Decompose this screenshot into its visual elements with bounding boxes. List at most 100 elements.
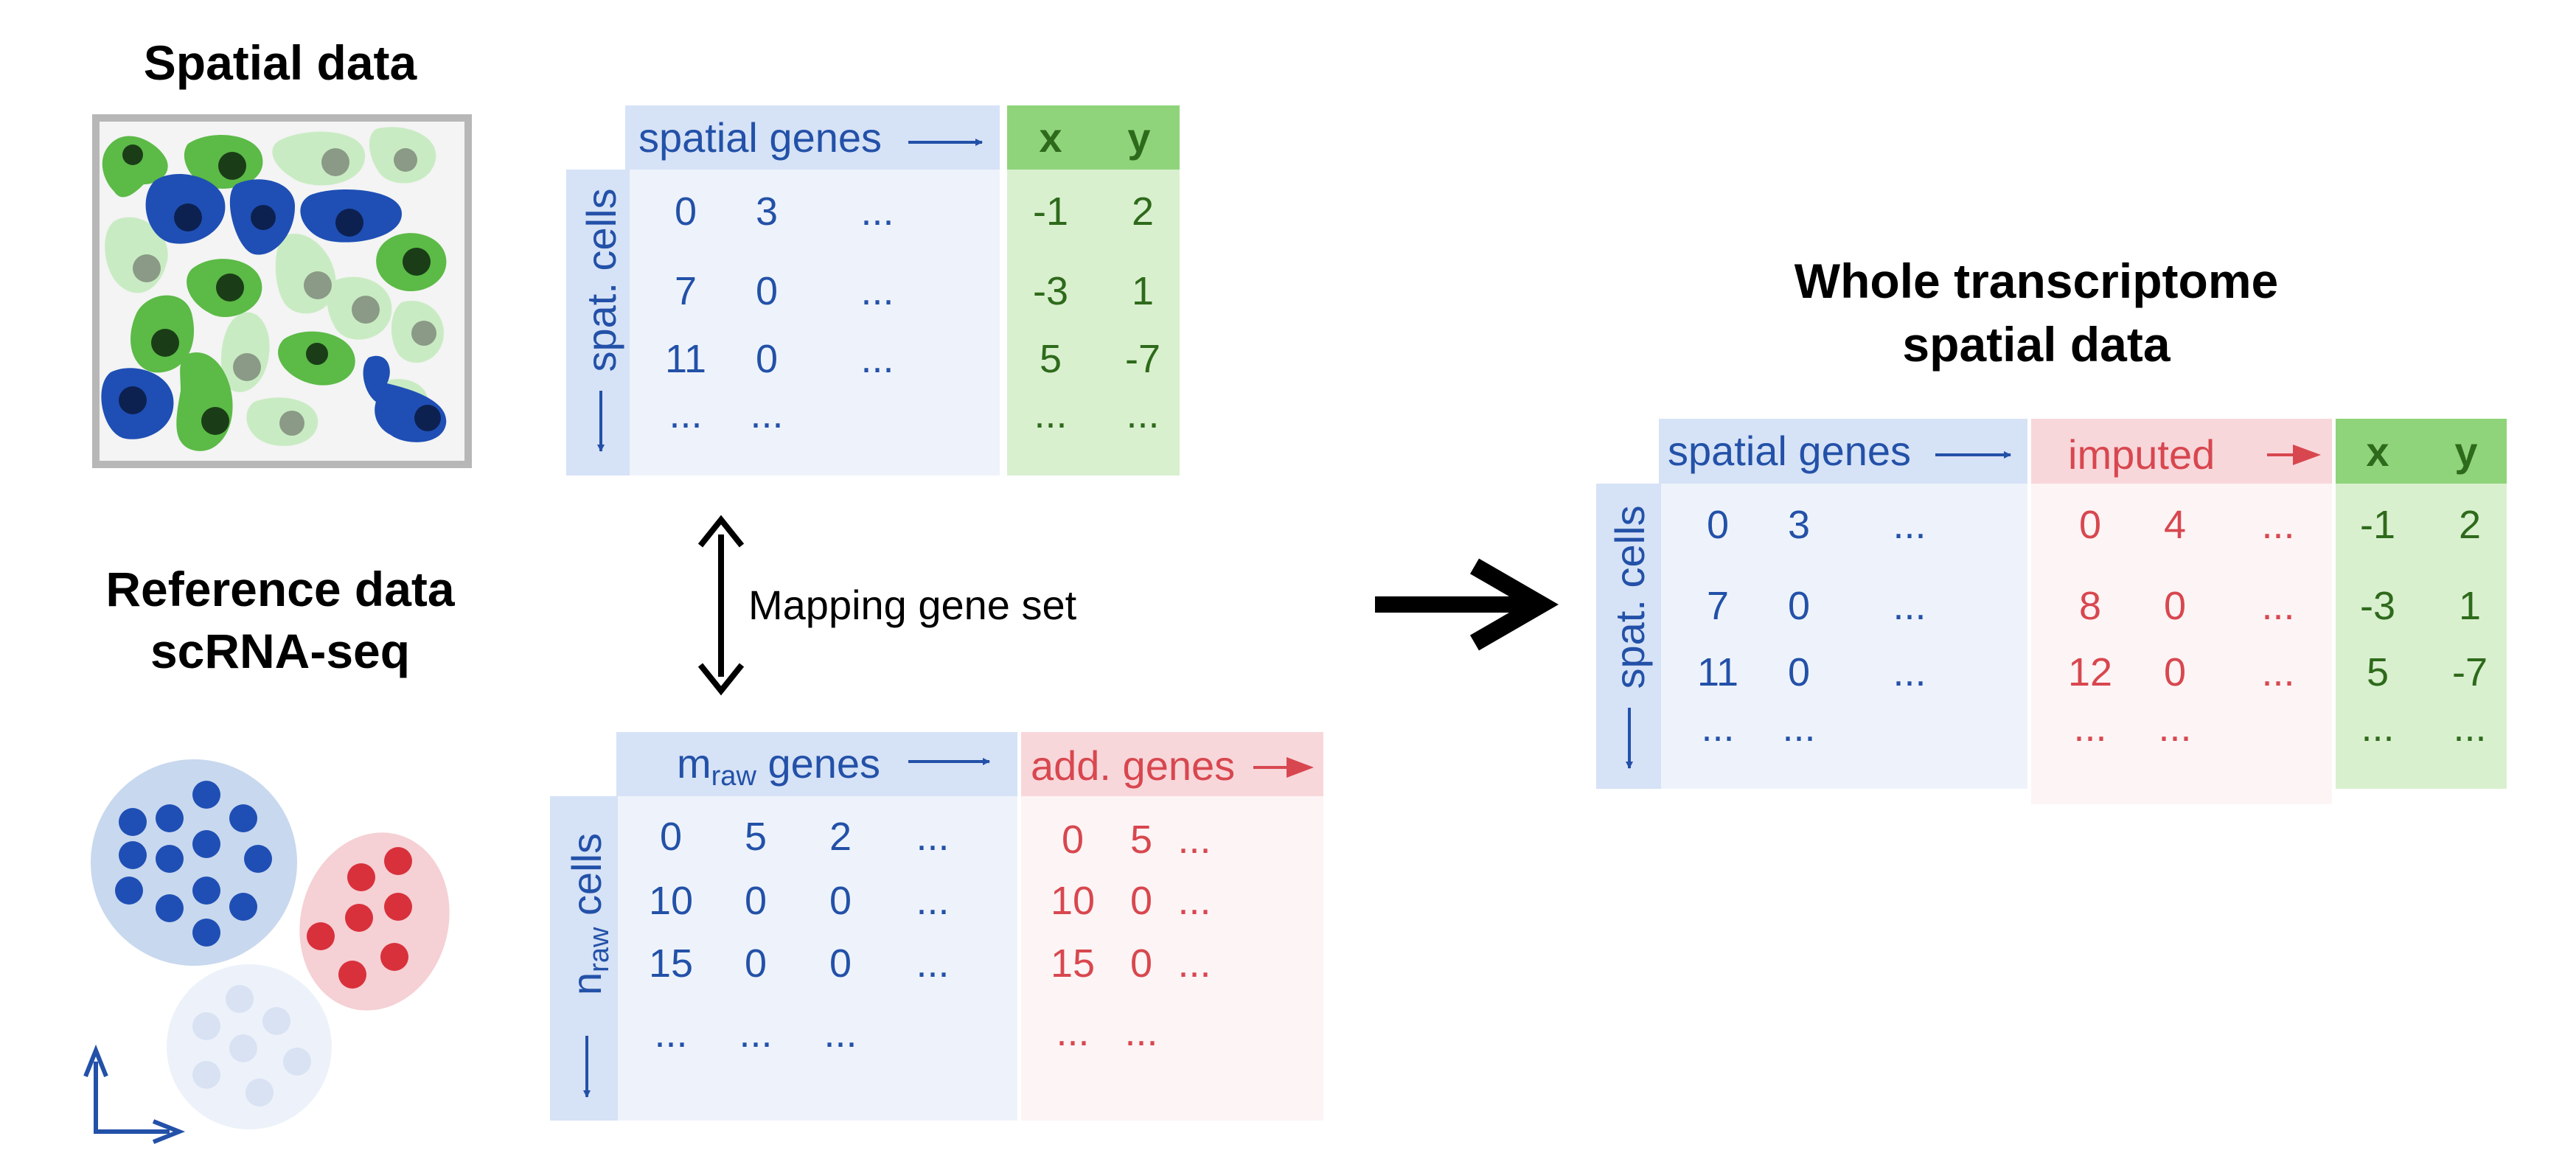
matrix-cell: 3	[756, 189, 778, 234]
matrix-cell: ...	[2261, 584, 2294, 628]
matrix-cell: -3	[1033, 269, 1068, 313]
matrix-cell: ...	[2073, 706, 2106, 750]
matrix-cell: ...	[1893, 503, 1926, 547]
matrix-cell: ...	[2261, 503, 2294, 547]
matrix-cell: 0	[2164, 584, 2186, 628]
matrix-cell: 10	[1051, 879, 1095, 923]
reference-clusters-illustration	[91, 759, 450, 1129]
matrix-cell: ...	[1124, 1010, 1158, 1054]
matrix-cell: ...	[739, 1011, 772, 1056]
reference-cell-values: 0 5 2... 10 0 0... 15 0 0............ 0 5... 10 0...…	[649, 815, 1211, 1056]
matrix-cell: 5	[1130, 818, 1152, 862]
spatial-y-header: y	[1127, 114, 1150, 161]
matrix-cell: 11	[1697, 650, 1738, 694]
whole-matrix: spatial genes imputed x y spat. cells 0 3…	[1596, 419, 2507, 804]
matrix-cell: 0	[745, 879, 767, 923]
whole-spatial-data-title: spatial data	[1902, 317, 2171, 372]
matrix-cell: ...	[916, 815, 949, 859]
matrix-cell: ...	[1034, 392, 1067, 436]
matrix-cell: ...	[2453, 706, 2486, 750]
matrix-cell: ...	[669, 392, 702, 436]
matrix-cell: -7	[1125, 337, 1160, 381]
matrix-cell: 0	[1130, 941, 1152, 986]
matrix-cell: ...	[1177, 879, 1211, 923]
matrix-cell: 5	[2367, 650, 2389, 694]
reference-scrna-title: scRNA-seq	[150, 624, 410, 678]
matrix-cell: 7	[675, 269, 697, 313]
matrix-cell: 5	[1040, 337, 1062, 381]
matrix-cell: ...	[860, 269, 894, 313]
matrix-cell: ...	[860, 337, 894, 381]
matrix-cell: ...	[916, 941, 949, 986]
matrix-cell: 0	[745, 941, 767, 986]
spatial-tissue-illustration	[92, 114, 472, 468]
matrix-cell: ...	[1701, 706, 1734, 750]
matrix-cell: -1	[1033, 189, 1068, 234]
spatial-cell-values: 0 3... 7 0... 11 0......... -1 2 -3 1 5 -7......	[665, 189, 1160, 436]
mapping-gene-set-label: Mapping gene set	[748, 582, 1077, 628]
add-genes-header: add. genes	[1031, 742, 1235, 789]
matrix-cell: ...	[654, 1011, 687, 1056]
spatial-matrix: spatial genes x y spat. cells 0 3... 7 0...…	[566, 105, 1180, 475]
matrix-cell: -1	[2360, 503, 2395, 547]
matrix-cell: ...	[2158, 706, 2191, 750]
matrix-cell: ...	[1056, 1010, 1089, 1054]
reference-data-title: Reference data	[105, 562, 456, 616]
matrix-cell: ...	[750, 392, 783, 436]
matrix-cell: -3	[2360, 584, 2395, 628]
matrix-cell: 10	[649, 879, 693, 923]
spatial-genes-header: spatial genes	[638, 114, 882, 161]
whole-y-header: y	[2454, 428, 2477, 475]
matrix-cell: ...	[860, 189, 894, 234]
matrix-cell: 0	[675, 189, 697, 234]
matrix-cell: 4	[2164, 503, 2186, 547]
matrix-cell: 0	[2079, 503, 2101, 547]
matrix-cell: ...	[1782, 706, 1815, 750]
matrix-cell: ...	[1893, 650, 1926, 694]
matrix-cell: 1	[1132, 269, 1154, 313]
n-raw-cells-label: nraw cells	[563, 833, 615, 995]
whole-spatial-genes-header: spatial genes	[1668, 428, 1911, 474]
matrix-cell: 0	[756, 337, 778, 381]
spatial-cells-label: spat. cells	[578, 189, 624, 372]
matrix-cell: 0	[829, 879, 852, 923]
matrix-cell: 0	[1788, 650, 1810, 694]
matrix-cell: 0	[829, 941, 852, 986]
matrix-cell: 11	[665, 337, 706, 381]
matrix-cell: 2	[1132, 189, 1154, 234]
matrix-cell: 3	[1788, 503, 1810, 547]
matrix-cell: -7	[2452, 650, 2488, 694]
mapping-gene-set-arrow	[697, 515, 745, 696]
matrix-cell: ...	[1177, 818, 1211, 862]
spatial-data-title: Spatial data	[144, 35, 418, 90]
matrix-cell: ...	[824, 1011, 857, 1056]
matrix-cell: 2	[829, 815, 852, 859]
imputed-header: imputed	[2068, 431, 2215, 478]
matrix-cell: ...	[916, 879, 949, 923]
matrix-cell: ...	[1126, 392, 1159, 436]
matrix-cell: 0	[1130, 879, 1152, 923]
axes-icon	[83, 1044, 186, 1144]
matrix-cell: 15	[649, 941, 693, 986]
whole-x-header: x	[2366, 428, 2389, 475]
matrix-cell: 0	[660, 815, 682, 859]
spatial-x-header: x	[1039, 114, 1062, 161]
matrix-cell: 8	[2079, 584, 2101, 628]
matrix-cell: 0	[1062, 818, 1084, 862]
matrix-cell: 1	[2459, 584, 2481, 628]
big-result-arrow	[1375, 558, 1559, 651]
matrix-cell: ...	[2261, 650, 2294, 694]
matrix-cell: 5	[745, 815, 767, 859]
matrix-cell: 15	[1051, 941, 1095, 986]
whole-cells-label: spat. cells	[1606, 506, 1653, 689]
matrix-cell: 0	[2164, 650, 2186, 694]
matrix-cell: ...	[1893, 584, 1926, 628]
whole-transcriptome-title: Whole transcriptome	[1795, 254, 2278, 308]
matrix-cell: 0	[1707, 503, 1729, 547]
matrix-cell: 2	[2459, 503, 2481, 547]
matrix-cell: ...	[1177, 941, 1211, 986]
matrix-cell: 7	[1707, 584, 1729, 628]
matrix-cell: 0	[756, 269, 778, 313]
